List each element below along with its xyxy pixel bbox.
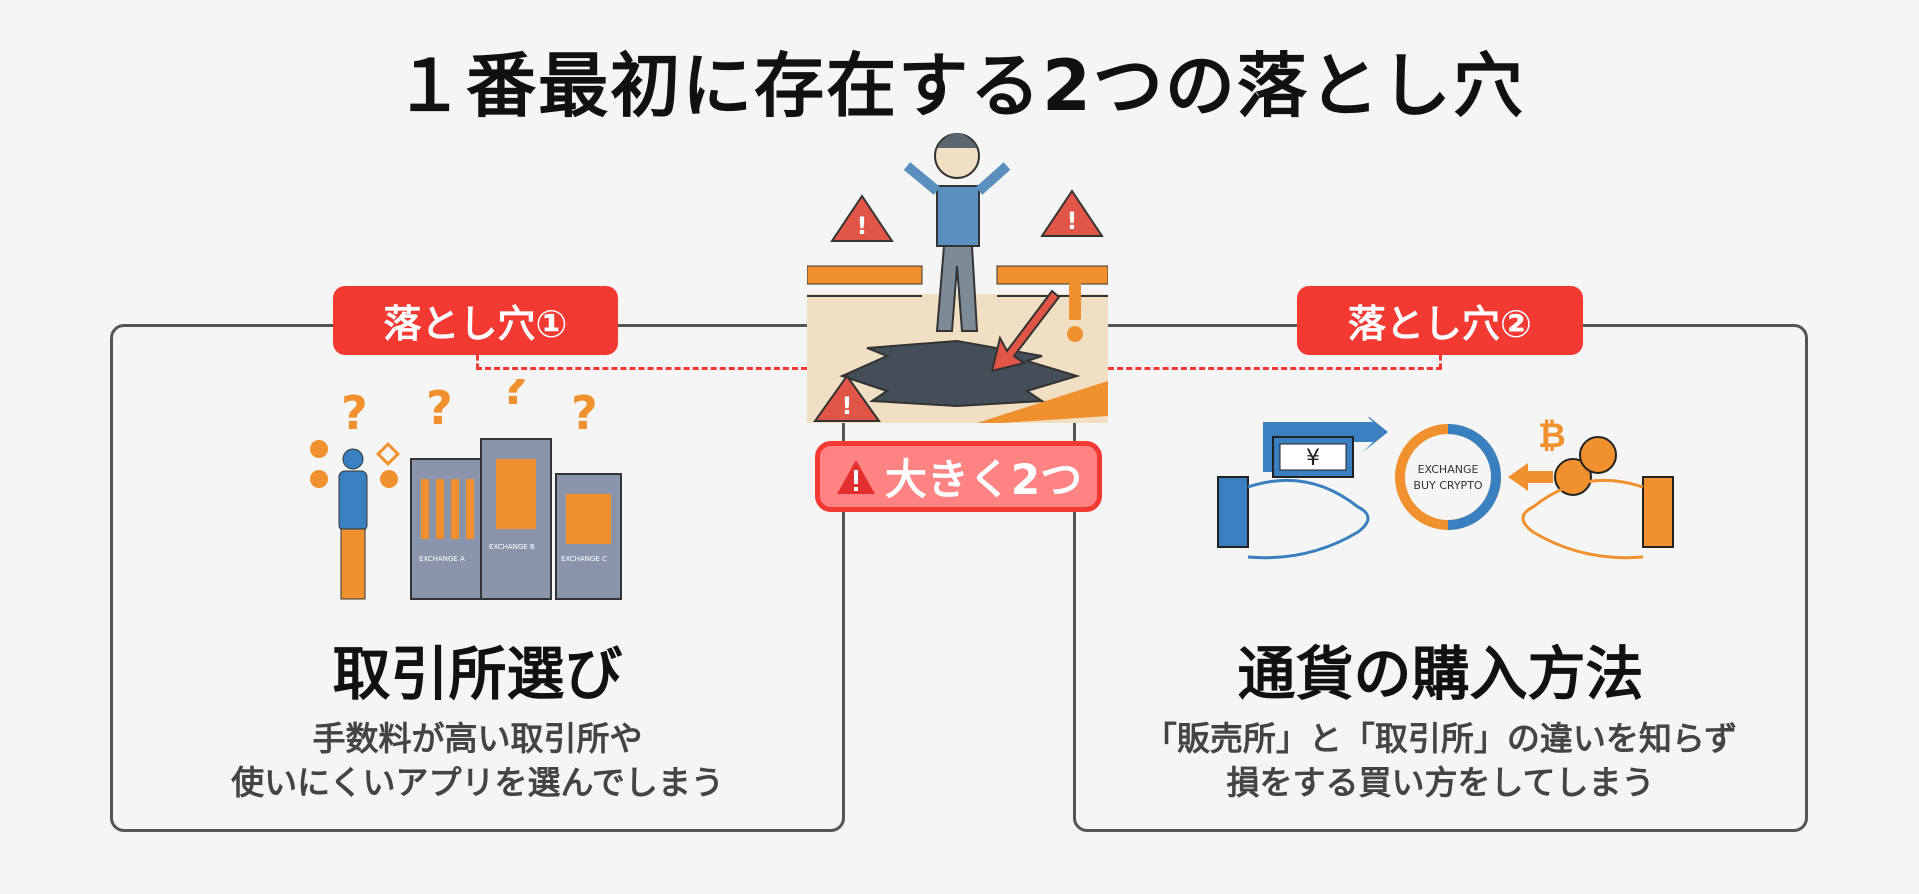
connector-line xyxy=(476,355,479,369)
buy-crypto-label: BUY CRYPTO xyxy=(1413,479,1483,492)
card-heading: 通貨の購入方法 xyxy=(1237,640,1644,708)
svg-text:!: ! xyxy=(1067,207,1078,235)
connector-line xyxy=(476,367,807,370)
pitfall-hole-illustration: !!! xyxy=(807,133,1108,423)
exchange-illustration: ¥ EXCHANGE BUY CRYPTO ₿ xyxy=(1217,417,1674,560)
pitfall-badge-2: 落とし穴② xyxy=(1297,286,1583,355)
card-description: 「販売所」と「取引所」の違いを知らず 損をする買い方をしてしまう xyxy=(1076,717,1805,805)
confused-person-buildings-illustration: ???? EXCHANGE A EXCHANGE B EXCHANGE C xyxy=(310,379,622,600)
desc-line: 手数料が高い取引所や xyxy=(312,719,643,758)
exchange-label: EXCHANGE xyxy=(1418,463,1479,476)
warning-icon xyxy=(836,459,875,494)
svg-text:?: ? xyxy=(426,381,453,435)
svg-text:!: ! xyxy=(842,392,853,420)
svg-text:?: ? xyxy=(341,386,368,440)
building-label: EXCHANGE C xyxy=(561,555,607,563)
page-title: １番最初に存在する2つの落とし穴 xyxy=(394,45,1525,127)
badge-label: 大きく2つ xyxy=(884,455,1083,504)
desc-line: 使いにくいアプリを選んでしまう xyxy=(231,763,724,802)
question-mark-icons: ???? xyxy=(341,379,598,440)
desc-line: 損をする買い方をしてしまう xyxy=(1226,763,1655,802)
desc-line: 「販売所」と「取引所」の違いを知らず xyxy=(1143,719,1738,758)
connector-line xyxy=(1108,367,1442,370)
building-label: EXCHANGE B xyxy=(489,543,535,551)
card-heading: 取引所選び xyxy=(332,640,623,708)
building-label: EXCHANGE A xyxy=(419,555,465,563)
bitcoin-icon: ₿ xyxy=(1538,417,1566,456)
pitfall-card-exchange-choice: ???? EXCHANGE A EXCHANGE B EXCHANGE C 取引… xyxy=(110,324,845,832)
exclamation-icon xyxy=(1067,278,1083,342)
connector-line xyxy=(1439,355,1442,369)
card-description: 手数料が高い取引所や 使いにくいアプリを選んでしまう xyxy=(113,717,842,805)
two-pitfalls-badge: 大きく2つ xyxy=(815,441,1102,512)
svg-text:?: ? xyxy=(571,386,598,440)
svg-text:!: ! xyxy=(857,212,868,240)
person xyxy=(903,133,1011,332)
pitfall-badge-1: 落とし穴① xyxy=(333,286,618,355)
svg-text:?: ? xyxy=(501,379,528,415)
warning-triangle-icon xyxy=(813,189,1104,422)
pitfall-card-purchase-method: ¥ EXCHANGE BUY CRYPTO ₿ 通貨の購入方法 「販売所」と「取… xyxy=(1073,324,1808,832)
yen-icon: ¥ xyxy=(1306,446,1320,471)
